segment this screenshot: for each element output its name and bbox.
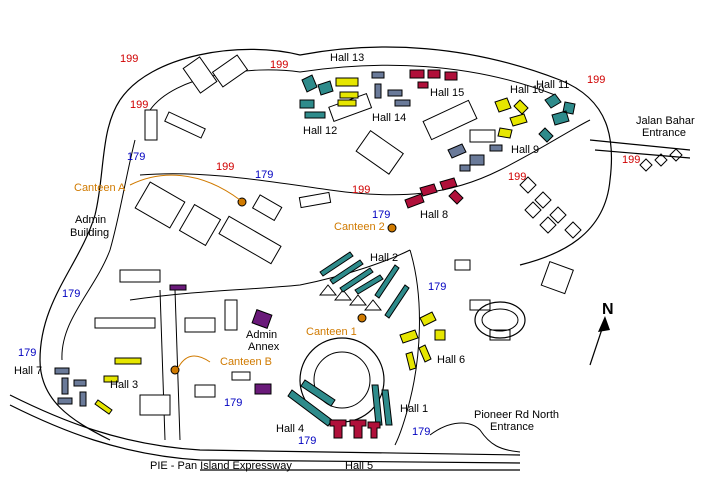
route-199-label: 199: [587, 74, 605, 86]
jalan-bahar-road: [589, 139, 691, 159]
hall-12-buildings: [299, 99, 357, 119]
east-cluster: [519, 148, 683, 239]
hall-4-buildings: [287, 379, 336, 427]
route-199-label: 199: [130, 99, 148, 111]
ring-road-inner: [149, 64, 556, 111]
route-179-label: 179: [18, 347, 36, 359]
running-track: [474, 301, 526, 339]
admin-building-label-2[interactable]: Building: [70, 227, 109, 239]
south-road: [129, 249, 411, 301]
route-199-label: 199: [622, 154, 640, 166]
hall-3-buildings: [94, 357, 142, 415]
hall-11-label[interactable]: Hall 11: [536, 79, 569, 91]
route-179-label: 179: [298, 435, 316, 447]
hall-2-label[interactable]: Hall 2: [370, 252, 398, 264]
hall-14-buildings: [371, 71, 411, 107]
central-spine: [159, 289, 181, 441]
hall-7-buildings: [54, 367, 87, 407]
west-road-inner: [61, 139, 136, 361]
hall-8-buildings: [404, 177, 464, 209]
route-179-label: 179: [127, 151, 145, 163]
hall-5-label[interactable]: Hall 5: [345, 460, 373, 472]
admin-annex-label-1[interactable]: Admin: [246, 329, 277, 341]
route-179-label: 179: [372, 209, 390, 221]
admin-annex-label-2[interactable]: Annex: [248, 341, 280, 353]
hall-2-buildings: [319, 251, 410, 319]
route-199-label: 199: [508, 171, 526, 183]
ring-road: [119, 46, 613, 266]
canteen-1-marker[interactable]: [357, 313, 367, 323]
hall-9-label[interactable]: Hall 9: [511, 144, 539, 156]
canteen-b-marker[interactable]: [170, 365, 180, 375]
hall-5-small-purple: [254, 383, 272, 395]
canteen-2-label[interactable]: Canteen 2: [334, 221, 385, 233]
pie-label[interactable]: PIE - Pan Island Expressway: [150, 460, 292, 472]
north-label: N: [602, 301, 614, 318]
hall-4-label[interactable]: Hall 4: [276, 423, 304, 435]
hall-1-label[interactable]: Hall 1: [400, 403, 428, 415]
hall-3-label[interactable]: Hall 3: [110, 379, 138, 391]
hall-1-buildings: [371, 384, 393, 426]
admin-annex-building-2: [169, 284, 187, 291]
hall-13-label[interactable]: Hall 13: [330, 52, 364, 64]
hall-6-label[interactable]: Hall 6: [437, 354, 465, 366]
central-road: [139, 119, 591, 196]
hall-14-label[interactable]: Hall 14: [372, 112, 406, 124]
hall-13-buildings: [301, 74, 359, 99]
canteen-a-label[interactable]: Canteen A: [74, 182, 126, 194]
admin-annex-building: [251, 309, 273, 329]
hall-9-buildings: [447, 143, 503, 172]
pioneer-road: [429, 422, 521, 453]
hall-10-buildings: [494, 97, 529, 139]
route-199-label: 199: [120, 53, 138, 65]
pioneer-label-1[interactable]: Pioneer Rd North: [474, 409, 559, 421]
central-field-inner: [313, 351, 371, 409]
pie-expressway: [9, 394, 521, 471]
north-arrow: [589, 316, 610, 366]
canteen-b-label[interactable]: Canteen B: [220, 356, 272, 368]
hall-15-label[interactable]: Hall 15: [430, 87, 464, 99]
hall-8-label[interactable]: Hall 8: [420, 209, 448, 221]
hall-12-label[interactable]: Hall 12: [303, 125, 337, 137]
west-road: [39, 99, 121, 441]
route-179-label: 179: [62, 288, 80, 300]
route-179-label: 179: [224, 397, 242, 409]
east-road: [394, 249, 420, 446]
route-199-label: 199: [270, 59, 288, 71]
route-199-label: 199: [352, 184, 370, 196]
route-179-label: 179: [255, 169, 273, 181]
hall-5-buildings: [329, 419, 381, 439]
hall-10-label[interactable]: Hall 10: [510, 84, 544, 96]
hall-2-triangles: [318, 284, 383, 311]
route-179-label: 179: [428, 281, 446, 293]
canteen-2-marker[interactable]: [387, 223, 397, 233]
canteen-a-leader: [129, 174, 241, 201]
route-199-label: 199: [216, 161, 234, 173]
jalan-bahar-label-2[interactable]: Entrance: [642, 127, 686, 139]
route-179-label: 179: [412, 426, 430, 438]
hall-11-buildings: [538, 93, 576, 143]
hall-6-buildings: [399, 311, 446, 371]
hall-7-label[interactable]: Hall 7: [14, 365, 42, 377]
canteen-b-leader: [177, 355, 211, 369]
pioneer-label-2[interactable]: Entrance: [490, 421, 534, 433]
running-track-inner: [481, 308, 519, 332]
hall-15-buildings: [409, 69, 458, 89]
admin-building-label-1[interactable]: Admin: [75, 214, 106, 226]
canteen-1-label[interactable]: Canteen 1: [306, 326, 357, 338]
jalan-bahar-label-1[interactable]: Jalan Bahar: [636, 115, 695, 127]
campus-buildings: [94, 54, 574, 416]
